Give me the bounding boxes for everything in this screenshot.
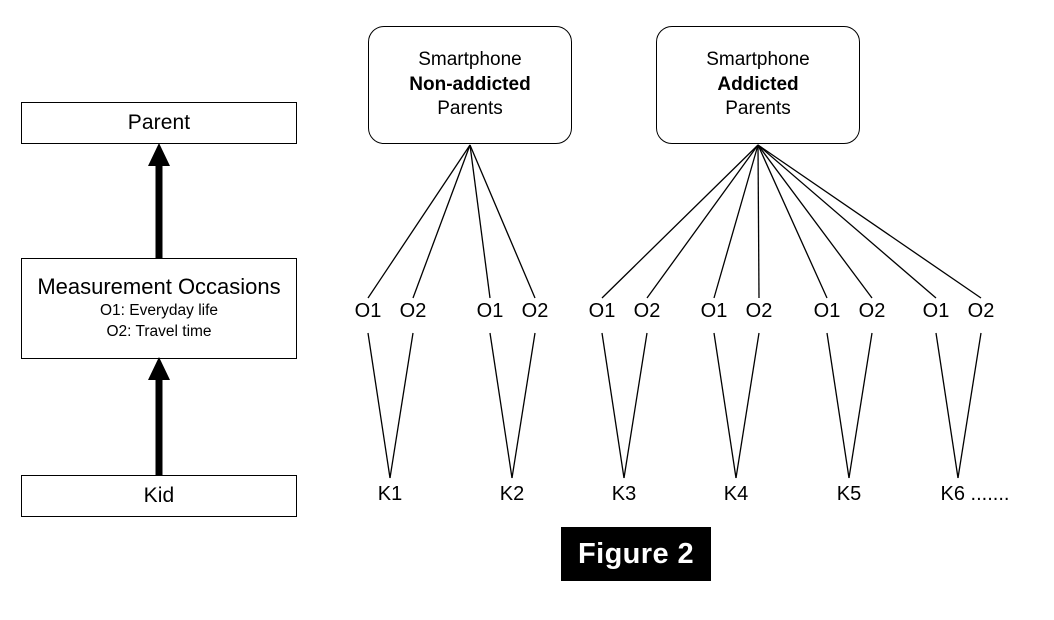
occasion-label: O1 — [354, 300, 382, 322]
occasion-label: O1 — [476, 300, 504, 322]
arrow-kid-to-measurement — [148, 357, 170, 475]
group-non-addicted-line-2: Non-addicted — [409, 73, 531, 95]
kid-box: Kid — [21, 475, 297, 517]
group-box-non-addicted: Smartphone Non-addicted Parents — [368, 26, 572, 144]
occasion-label: O2 — [399, 300, 427, 322]
group-addicted-line-1: Smartphone — [706, 48, 810, 70]
arrow-measurement-to-parent — [148, 143, 170, 258]
v-connector-k5 — [826, 332, 873, 479]
kid-box-label: Kid — [143, 484, 175, 508]
measurement-occasions-box: Measurement Occasions O1: Everyday life … — [21, 258, 297, 359]
parent-box-label: Parent — [127, 111, 191, 135]
fan-lines-addicted — [601, 144, 982, 299]
occasion-label: O2 — [858, 300, 886, 322]
occasion-label: O1 — [922, 300, 950, 322]
v-connector-k6 — [935, 332, 982, 479]
v-connector-k1 — [367, 332, 414, 479]
occasion-label: O2 — [967, 300, 995, 322]
group-addicted-line-3: Parents — [725, 98, 791, 120]
figure-caption-text: Figure 2 — [578, 537, 694, 570]
occasion-label: O2 — [521, 300, 549, 322]
occasion-label: O2 — [745, 300, 773, 322]
v-connector-k2 — [489, 332, 536, 479]
occasion-label: O1 — [588, 300, 616, 322]
fan-lines-non-addicted — [367, 144, 536, 299]
v-connector-k3 — [601, 332, 648, 479]
group-non-addicted-line-1: Smartphone — [418, 48, 522, 70]
kid-label: K1 — [377, 483, 403, 505]
group-box-addicted: Smartphone Addicted Parents — [656, 26, 860, 144]
kid-label: K6 ....... — [940, 483, 1010, 505]
group-non-addicted-line-3: Parents — [437, 98, 503, 120]
group-addicted-line-2: Addicted — [717, 73, 799, 95]
kid-label: K4 — [723, 483, 749, 505]
occasion-label: O1 — [700, 300, 728, 322]
measurement-occasion-1-label: O1: Everyday life — [99, 302, 219, 320]
kid-label: K2 — [499, 483, 525, 505]
parent-box: Parent — [21, 102, 297, 144]
figure-caption: Figure 2 — [561, 527, 711, 581]
kid-label: K5 — [836, 483, 862, 505]
occasion-label: O1 — [813, 300, 841, 322]
measurement-occasion-2-label: O2: Travel time — [106, 323, 212, 341]
kid-label: K3 — [611, 483, 637, 505]
v-connector-k4 — [713, 332, 760, 479]
occasion-label: O2 — [633, 300, 661, 322]
measurement-occasions-title: Measurement Occasions — [37, 273, 281, 299]
